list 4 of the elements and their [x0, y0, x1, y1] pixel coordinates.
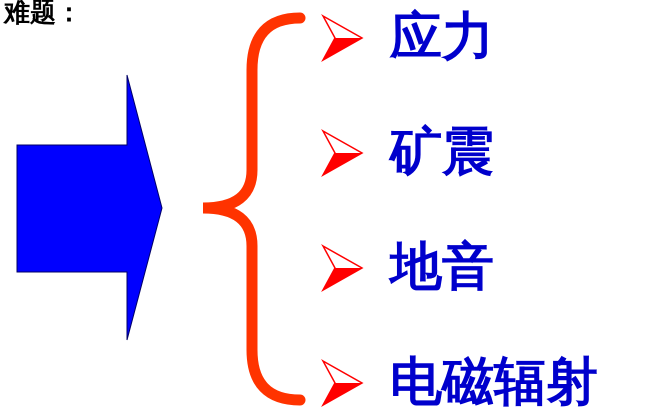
list-item: 矿震 [390, 126, 494, 178]
list-item: 电磁辐射 [390, 356, 598, 408]
list-item: 地音 [390, 241, 494, 293]
list-item: 应力 [390, 11, 494, 63]
